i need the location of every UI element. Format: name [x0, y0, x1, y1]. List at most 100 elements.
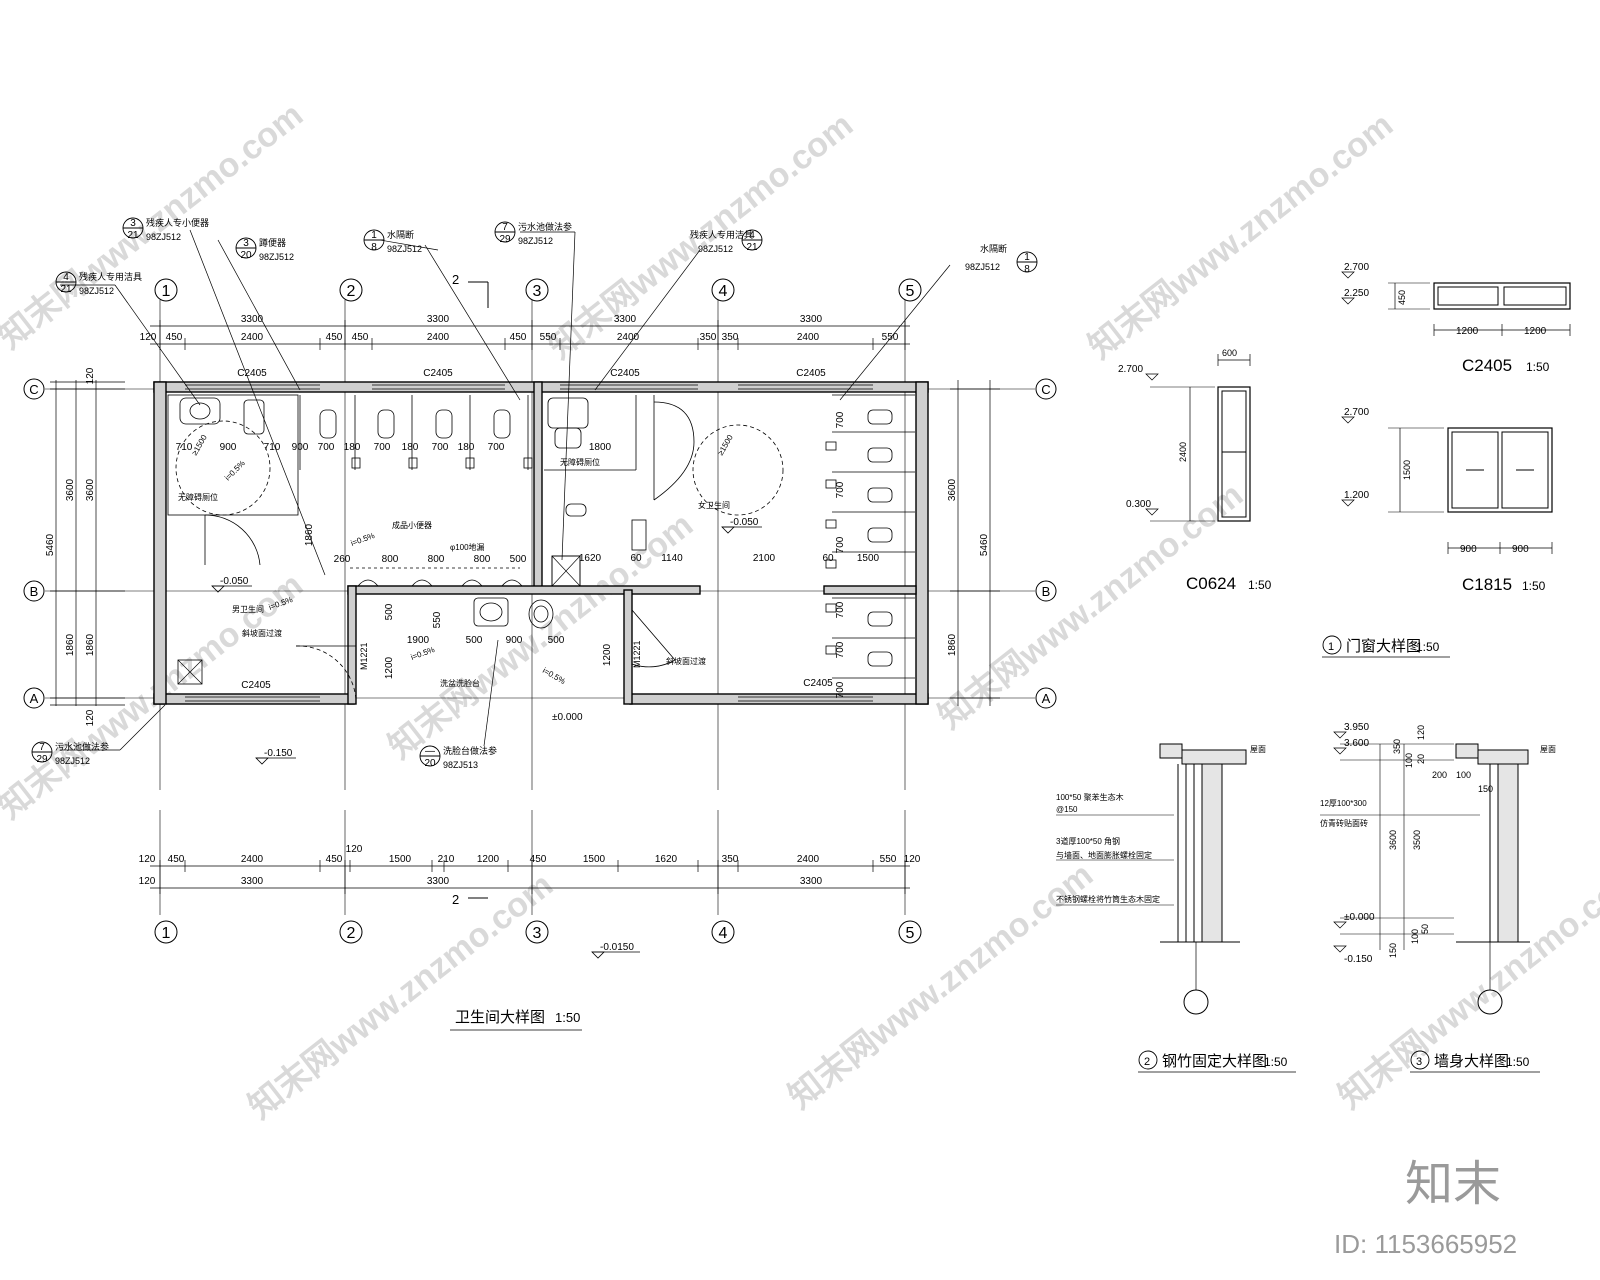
turn-circle-label: ≥1500: [716, 433, 735, 457]
callout-text: 水隔断: [387, 229, 414, 240]
window-detail-scale: 1:50: [1522, 579, 1546, 593]
dim-text: 120: [346, 844, 363, 855]
detail-scale: 1:50: [1506, 1055, 1530, 1069]
slope-label: i=0.5%: [410, 645, 436, 662]
dim-text: 800: [382, 554, 399, 565]
axis-label-3: 3: [533, 925, 542, 942]
squat-stalls: [299, 395, 533, 470]
dim-text: 2400: [427, 332, 450, 343]
axis-label-c: C: [1041, 382, 1050, 397]
callout-sheet: 21: [746, 242, 758, 253]
level-label: 1.200: [1344, 490, 1369, 501]
dim-text: 1860: [65, 633, 76, 656]
dim-text: 450: [530, 854, 547, 865]
dim-text: 550: [432, 611, 443, 628]
section-mark-label: 2: [452, 272, 459, 287]
window-c0624: [1145, 354, 1251, 522]
callout-text: 水隔断: [980, 243, 1007, 254]
level-label: 2.250: [1344, 288, 1369, 299]
callout-num: 4: [749, 230, 755, 241]
axis-label-4: 4: [719, 925, 728, 942]
level-label: 3.950: [1344, 722, 1369, 733]
turn-circle-label: ≥1500: [190, 433, 209, 457]
dim-text: 2400: [241, 332, 264, 343]
dim-text: 700: [318, 442, 335, 453]
dim-text: 450: [352, 332, 369, 343]
level-label: ±0.000: [1344, 912, 1375, 923]
callout-bubbles: [31, 217, 1038, 767]
watermark: 知末网www.znzmo.com: [782, 856, 1101, 1117]
callout-text: 残疾人专用洁具: [79, 271, 142, 282]
axis-label-a: A: [1042, 691, 1051, 706]
callout-num: 3: [130, 218, 136, 229]
dim-text: 120: [139, 854, 156, 865]
window-label: C2405: [423, 368, 453, 379]
callout-ref: 98ZJ512: [55, 756, 90, 766]
dim-text: 210: [438, 854, 455, 865]
dim-text: 350: [722, 332, 739, 343]
callout-sheet: 20: [424, 758, 436, 769]
window-c2405: [1341, 271, 1571, 336]
axis-label-4: 4: [719, 283, 728, 300]
fixture-note: φ100地漏: [450, 542, 485, 552]
window-label: C2405: [241, 680, 271, 691]
top-dimension-lines: [150, 320, 910, 350]
callout-num: 3: [243, 238, 249, 249]
dim-text: 500: [384, 603, 395, 620]
callout-ref: 98ZJ513: [443, 760, 478, 770]
callout-text: 蹲便器: [259, 237, 286, 248]
callout-sheet: 29: [36, 754, 48, 765]
callout-text: 洗脸台做法参: [443, 745, 497, 756]
dim-text: 1500: [857, 553, 880, 564]
dim-text: 900: [220, 442, 237, 453]
dim-text: 700: [488, 442, 505, 453]
axis-bubbles-x: [154, 278, 922, 944]
room-label: 无障碍厕位: [560, 457, 600, 467]
dim-text: 500: [466, 635, 483, 646]
detail-note: 不锈钢螺栓将竹筒生态木固定: [1056, 894, 1160, 904]
callout-ref: 98ZJ512: [518, 236, 553, 246]
dim-text: 100: [1404, 753, 1414, 768]
axis-label-b: B: [1042, 584, 1051, 599]
brand-mark: 知末 ID: 1153665952: [1334, 1158, 1517, 1259]
dim-text: 550: [880, 854, 897, 865]
dim-text: 1900: [407, 635, 430, 646]
dim-text: 1500: [389, 854, 412, 865]
dim-text: 900: [1460, 544, 1477, 555]
dim-text: 450: [168, 854, 185, 865]
callout-text: 残疾人专小便器: [146, 217, 209, 228]
dim-text: 5460: [979, 533, 990, 556]
left-dimension-lines: [50, 380, 1000, 706]
detail-num: 1: [1328, 641, 1334, 653]
callout-sheet: 8: [1024, 264, 1030, 275]
dim-text: 2100: [753, 553, 776, 564]
level-label: ±0.000: [552, 712, 583, 723]
detail-2-bamboo-fixing: 屋面 100*50 聚苯生态木 @150 3道厚100*50 角钢 与墙面、地面…: [1056, 743, 1296, 1073]
plan-doors: [295, 609, 676, 701]
section-mark: [468, 281, 489, 899]
window-details-title: 门窗大样图: [1346, 637, 1421, 655]
leader-lines: [60, 229, 951, 751]
fixture-note: 成品小便器: [392, 520, 432, 530]
dim-text: 1860: [85, 633, 96, 656]
dim-text: 3300: [427, 876, 450, 887]
dim-text: 3300: [241, 876, 264, 887]
dim-text: 2400: [797, 854, 820, 865]
accessible-stall-left: [167, 394, 299, 566]
dim-text: 450: [326, 854, 343, 865]
callout-text: 污水池做法参: [55, 741, 109, 752]
dim-text: 900: [1512, 544, 1529, 555]
level-label: 2.700: [1118, 364, 1143, 375]
dim-text: 710: [264, 442, 281, 453]
dim-text: 3300: [241, 314, 264, 325]
level-label: -0.050: [220, 576, 249, 587]
slope-label: i=0.5%: [541, 666, 567, 686]
callout-text: 残疾人专用洁具: [690, 229, 753, 240]
dim-text: 1500: [583, 854, 606, 865]
detail-note: @150: [1056, 805, 1078, 814]
window-detail-label: C0624: [1186, 574, 1236, 593]
dim-text: 3300: [800, 314, 823, 325]
detail-note: 仿青砖贴面砖: [1320, 818, 1368, 828]
window-c1815: [1341, 416, 1553, 554]
section-mark-label: 2: [452, 892, 459, 907]
